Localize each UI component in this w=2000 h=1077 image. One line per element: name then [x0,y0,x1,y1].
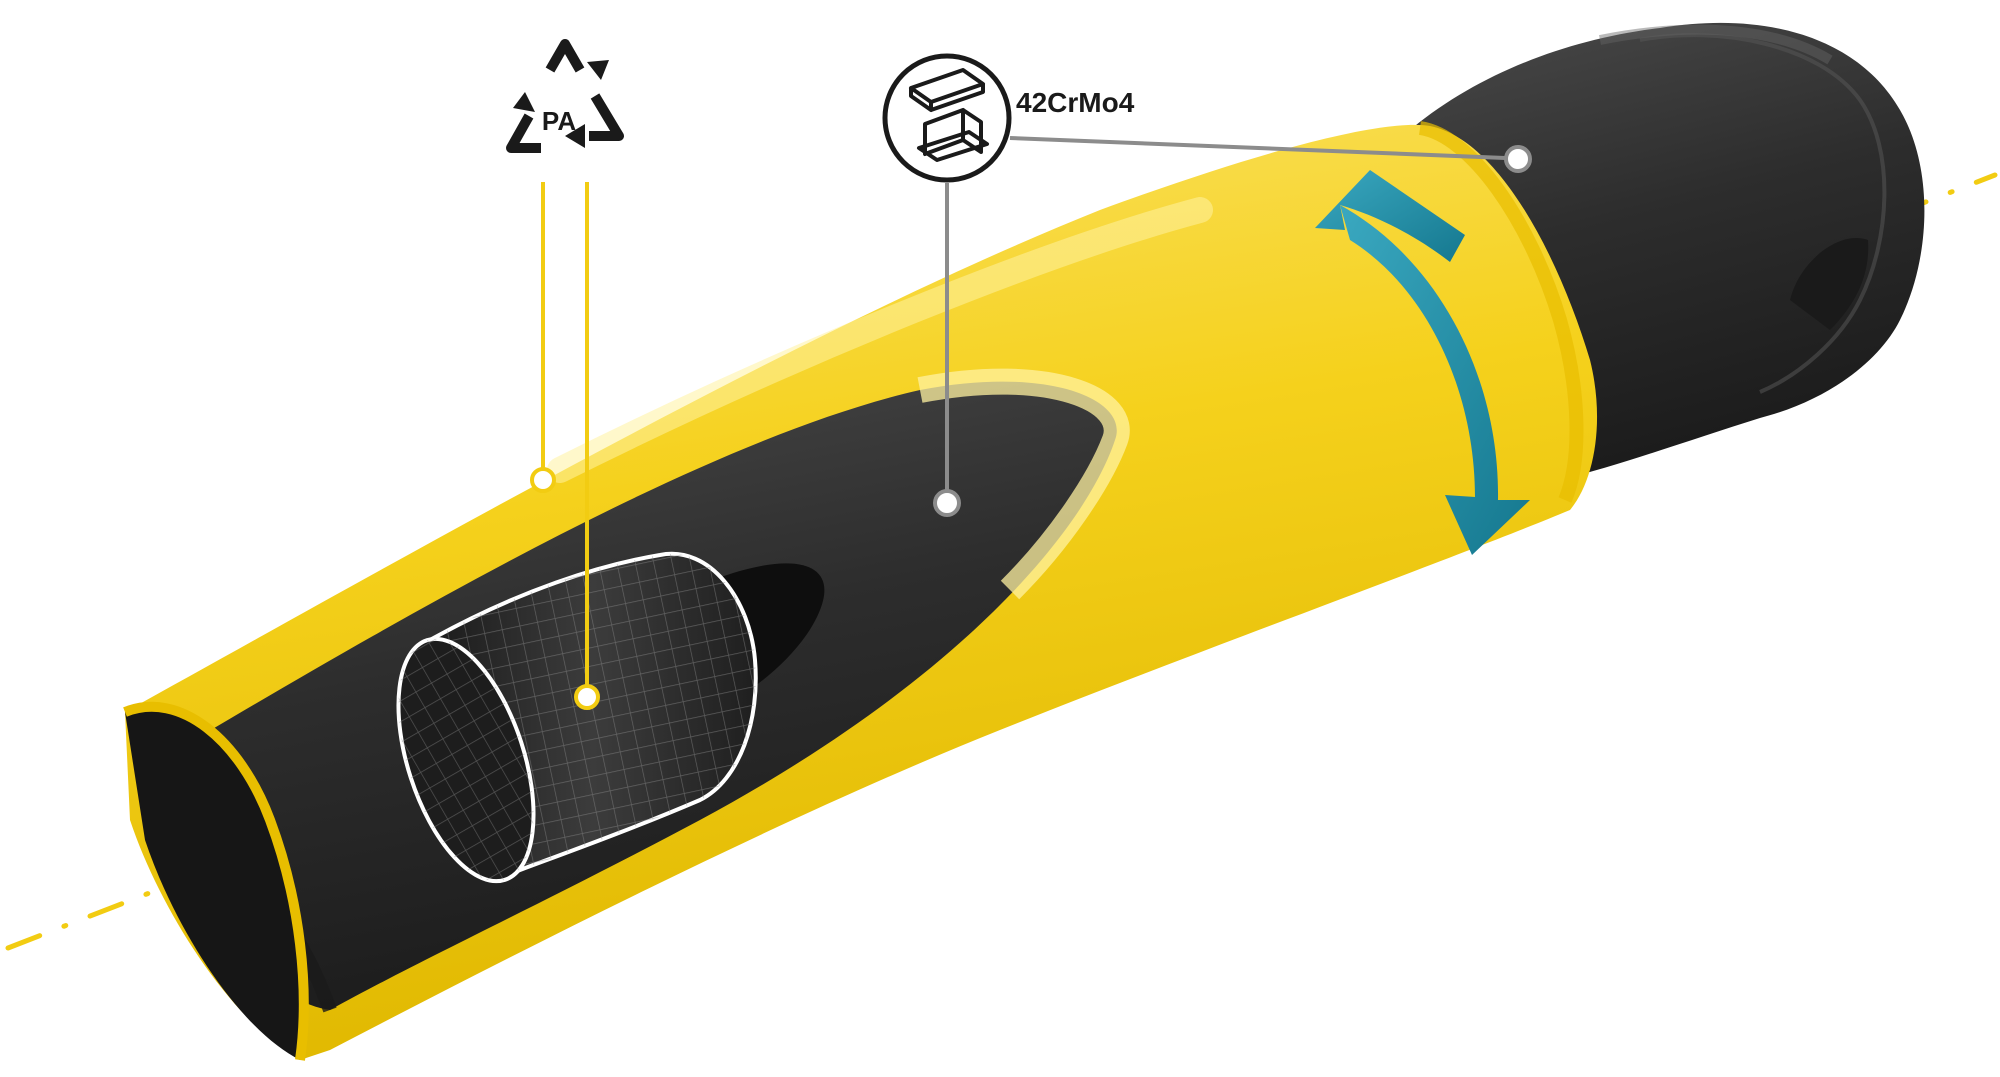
steel-grade-label: 42CrMo4 [1016,87,1135,118]
recycling-code-label: PA [542,106,576,136]
inner-cup [396,551,758,884]
rotation-arrow-icon [1315,170,1530,555]
recycling-triangle-icon: PA [506,39,624,153]
callout-steel [933,136,1532,517]
steel-profile-icon [882,53,1012,183]
socket-bore [123,701,309,1061]
callout-pa [530,182,600,710]
